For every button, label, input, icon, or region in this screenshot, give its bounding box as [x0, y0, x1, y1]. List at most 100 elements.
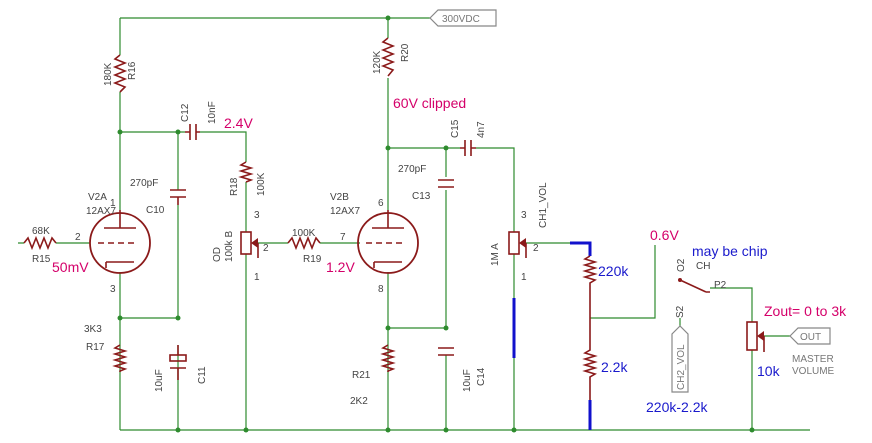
v2a-type: 12AX7: [86, 206, 116, 217]
annotation-220k: 220k: [598, 263, 629, 279]
potentiometer-master: OUT MASTER VOLUME: [746, 321, 835, 377]
switch-ch: O2 CH P2 S2: [675, 258, 727, 318]
od-name: OD: [212, 247, 223, 262]
wire-switch-out: [710, 287, 790, 430]
c13-value: 270pF: [398, 164, 426, 175]
r18-name: R18: [229, 177, 240, 196]
blue-wire: [570, 241, 592, 256]
v2a-pin-3: 3: [110, 284, 116, 295]
annotation-0v6: 0.6V: [650, 227, 679, 243]
c10-value: 270pF: [130, 178, 158, 189]
ch2-vol-flag: CH2_VOL: [671, 325, 689, 393]
ch2-pin-s2: S2: [675, 305, 686, 318]
annotations: 2.4V 60V clipped 50mV 1.2V 0.6V may be c…: [52, 95, 847, 415]
capacitor-c13: 270pF C13: [398, 164, 454, 202]
ch2-vol-label: CH2_VOL: [676, 344, 687, 390]
r15-name: R15: [32, 254, 51, 265]
ch1-vol-name: CH1_VOL: [538, 182, 549, 228]
junction: [385, 427, 391, 433]
annotation-60v: 60V clipped: [393, 95, 466, 111]
junction: [243, 427, 249, 433]
r18-value: 100K: [256, 172, 267, 196]
v2b-type: 12AX7: [330, 206, 360, 217]
c15-value: 4n7: [476, 121, 487, 138]
annotation-divider: 220k-2.2k: [646, 399, 708, 415]
capacitor-c15: C15 4n7: [450, 119, 487, 156]
r19-value: 100K: [292, 228, 316, 239]
od-pin-1: 1: [254, 272, 260, 283]
c10-name: C10: [146, 205, 165, 216]
annotation-zout: Zout= 0 to 3k: [764, 303, 847, 319]
c13-name: C13: [412, 191, 431, 202]
ch1-vol-value: 1M A: [490, 243, 501, 266]
junction: [443, 427, 449, 433]
annotation-10k: 10k: [757, 363, 781, 379]
potentiometer-od: OD 100k B 3 2 1: [212, 210, 269, 283]
r17-value: 3K3: [84, 324, 102, 335]
capacitor-c12: C12 10nF: [180, 101, 218, 140]
c15-name: C15: [450, 119, 461, 138]
v2b-name: V2B: [330, 192, 349, 203]
v2b-pin-7: 7: [340, 232, 346, 243]
wire-v2a-cathode: [119, 272, 179, 430]
supply-label: 300VDC: [442, 14, 480, 25]
resistor-r17: 3K3 R17: [84, 324, 128, 372]
v2b-pin-6: 6: [378, 198, 384, 209]
ch-name: CH: [696, 261, 710, 272]
wire-c12: [200, 131, 247, 162]
out-label: OUT: [800, 332, 821, 343]
potentiometer-ch1-vol: 1M A CH1_VOL 3 2 1: [490, 182, 549, 283]
r16-name: R16: [127, 61, 138, 80]
annotation-50mv: 50mV: [52, 259, 89, 275]
hand-drawn-mods: [512, 241, 592, 430]
annotation-2v4: 2.4V: [224, 115, 253, 131]
r17-name: R17: [86, 342, 105, 353]
wire-v2b-plate: [388, 147, 515, 430]
annotation-1v2: 1.2V: [326, 259, 355, 275]
ch1-pin-2: 2: [533, 243, 539, 254]
annotation-may-be-chip: may be chip: [692, 243, 768, 259]
c12-value: 10nF: [207, 101, 218, 124]
master-label-2: VOLUME: [792, 366, 835, 377]
c11-name: C11: [197, 366, 208, 384]
v2a-name: V2A: [88, 192, 107, 203]
tube-v2b: V2B 12AX7 6 7 8: [330, 192, 419, 295]
capacitor-c11: 10uF C11: [154, 345, 208, 392]
tube-v2a: V2A 12AX7 1 2 3: [75, 192, 151, 295]
resistor-r18: R18 100K: [229, 161, 267, 196]
junction: [117, 129, 123, 135]
od-pin-3: 3: [254, 210, 260, 221]
junction: [511, 427, 517, 433]
capacitor-c14: 10uF C14: [438, 347, 487, 392]
capacitor-c10: 270pF C10: [130, 178, 186, 216]
annotation-2k2: 2.2k: [601, 359, 628, 375]
junction: [385, 325, 391, 331]
junction: [443, 145, 449, 151]
resistor-r15: 68K R15: [23, 226, 57, 265]
resistor-r16: 180K R16: [103, 54, 138, 93]
wire-v2a-plate: [119, 131, 185, 318]
master-label-1: MASTER: [792, 354, 834, 365]
v2a-pin-1: 1: [110, 198, 116, 209]
ch1-pin-3: 3: [521, 210, 527, 221]
resistor-220k: [582, 255, 598, 318]
junctions: [117, 15, 755, 433]
c11-value: 10uF: [154, 369, 165, 392]
junction: [175, 315, 181, 321]
r20-value: 120K: [372, 50, 383, 74]
r21-value: 2K2: [350, 396, 368, 407]
r20-name: R20: [400, 43, 411, 62]
junction: [175, 427, 181, 433]
resistor-2k2: [582, 318, 598, 400]
v2a-pin-2: 2: [75, 232, 81, 243]
c14-name: C14: [476, 367, 487, 386]
supply-flag: 300VDC: [429, 9, 497, 27]
r16-value: 180K: [103, 62, 114, 86]
junction: [385, 145, 391, 151]
v2b-pin-8: 8: [378, 284, 384, 295]
ch-pin-o2: O2: [676, 258, 687, 272]
c14-value: 10uF: [462, 369, 473, 392]
junction: [443, 325, 449, 331]
